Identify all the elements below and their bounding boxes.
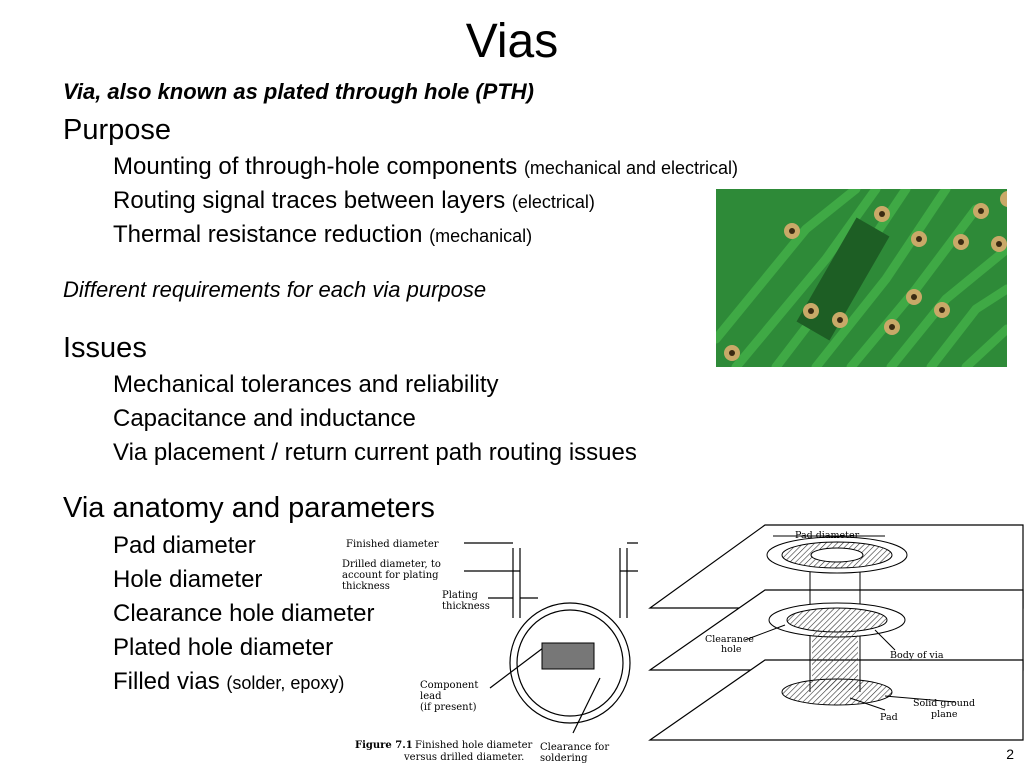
anatomy-heading: Via anatomy and parameters (63, 492, 435, 524)
via-body (812, 630, 858, 690)
slide-subtitle: Via, also known as plated through hole (… (63, 79, 535, 104)
label-plating-2: thickness (442, 601, 490, 612)
label-pad: Pad (880, 712, 898, 723)
label-component-1: Component (420, 680, 478, 691)
requirements-note: Different requirements for each via purp… (63, 277, 487, 302)
figure-via-layers: Pad diameter Clearance hole Body of via … (648, 524, 1024, 741)
label-pad-diameter: Pad diameter (795, 530, 860, 541)
top-hole (810, 547, 864, 563)
label-ground-1: Solid ground (913, 698, 975, 709)
purpose-item: Thermal resistance reduction (mechanical… (113, 220, 532, 251)
label-clearance-1: Clearance for (540, 742, 609, 753)
middle-pad (786, 607, 888, 633)
anatomy-item-text: Hole diameter (113, 566, 263, 593)
anatomy-item-text: Filled vias (113, 668, 220, 695)
finished-circle (516, 609, 624, 717)
purpose-item-note: (mechanical and electrical) (523, 158, 739, 178)
label-component-3: (if present) (420, 702, 477, 713)
anatomy-item-text: Plated hole diameter (113, 634, 334, 661)
anatomy-item: Hole diameter (113, 565, 262, 595)
purpose-item-text: Routing signal traces between layers (113, 187, 506, 214)
anatomy-item-text: Pad diameter (113, 532, 256, 559)
component-lead (541, 642, 595, 670)
purpose-heading: Purpose (63, 114, 172, 146)
label-clearance-2: soldering (540, 753, 588, 764)
label-clearance-1: Clearance (705, 634, 754, 645)
drilled-circle (509, 602, 631, 724)
purpose-item-note: (mechanical) (429, 226, 533, 246)
pcb-dark-pad (796, 217, 890, 341)
label-drilled-3: thickness (342, 581, 390, 592)
purpose-item: Routing signal traces between layers (el… (113, 186, 595, 217)
label-finished-diameter: Finished diameter (346, 539, 439, 550)
anatomy-item: Filled vias (solder, epoxy) (113, 667, 344, 698)
purpose-item-text: Mounting of through-hole components (113, 153, 518, 180)
page-number: 2 (1006, 746, 1014, 762)
issues-item: Via placement / return current path rout… (113, 439, 637, 466)
label-component-2: lead (420, 691, 442, 702)
label-ground-2: plane (931, 709, 958, 720)
figure1-caption-1: Finished hole diameter (415, 740, 533, 751)
purpose-item-note: (electrical) (511, 192, 595, 212)
label-clearance-2: hole (721, 644, 742, 655)
issues-item: Capacitance and inductance (113, 405, 416, 432)
label-drilled-2: account for plating (342, 570, 439, 581)
anatomy-item: Pad diameter (113, 531, 256, 561)
issues-heading: Issues (63, 332, 147, 364)
anatomy-item: Clearance hole diameter (113, 599, 374, 629)
figure1-caption-2: versus drilled diameter. (403, 752, 524, 763)
anatomy-item-note: (solder, epoxy) (226, 673, 345, 693)
figure-finished-hole: Finished diameter Drilled diameter, to a… (342, 539, 638, 764)
slide-title: Vias (465, 15, 559, 68)
label-drilled-1: Drilled diameter, to (342, 559, 441, 570)
pcb-photo (716, 189, 1007, 367)
purpose-item-text: Thermal resistance reduction (113, 221, 423, 248)
issues-item: Mechanical tolerances and reliability (113, 371, 499, 398)
anatomy-item: Plated hole diameter (113, 633, 333, 663)
label-plating-1: Plating (442, 590, 479, 601)
purpose-item: Mounting of through-hole components (mec… (113, 152, 738, 183)
figure1-caption-label: Figure 7.1 (355, 740, 413, 751)
label-body-of-via: Body of via (890, 650, 944, 661)
anatomy-item-text: Clearance hole diameter (113, 600, 375, 627)
